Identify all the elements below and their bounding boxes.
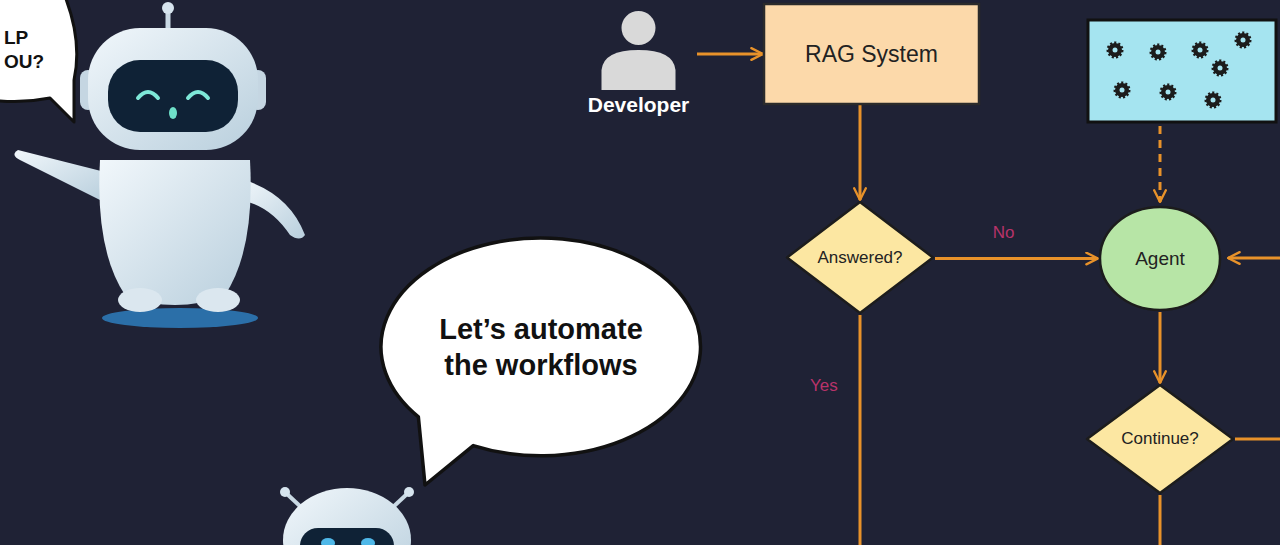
speech-bubble: LP OU? — [0, 8, 64, 92]
node-text: Agent — [1135, 247, 1185, 271]
robot-figure — [280, 487, 414, 545]
tools-box — [1088, 20, 1276, 122]
flow-arrow — [1159, 312, 1162, 383]
decision-diamond: Answered? — [785, 200, 935, 315]
flow-line — [859, 315, 862, 545]
flow-line — [1159, 495, 1162, 545]
speech-bubble: Let’s automate the workflows — [379, 236, 703, 458]
node-text: Developer — [588, 92, 690, 118]
process-box: RAG System — [763, 3, 980, 105]
flow-line — [1228, 257, 1280, 260]
flow-arrow — [697, 53, 763, 56]
node-text: RAG System — [805, 40, 938, 69]
node-text: Continue? — [1121, 428, 1199, 449]
agent-ellipse: Agent — [1098, 205, 1222, 312]
node-text: Answered? — [817, 247, 902, 268]
flow-line — [1235, 438, 1280, 441]
speech-bubble-outline — [379, 236, 703, 458]
flow-arrow — [859, 105, 862, 200]
node-text: Let’s automate the workflows — [421, 311, 661, 384]
speech-bubble-outline — [0, 0, 77, 122]
speech-bubble-outline — [0, 8, 64, 92]
flow-arrow — [935, 257, 1098, 260]
branch-label: No — [993, 223, 1015, 243]
node-text: LP OU? — [4, 26, 50, 74]
actor-icon: Developer — [580, 4, 697, 118]
robot-figure — [14, 2, 305, 328]
dashed-arrow — [1159, 126, 1162, 202]
branch-label: Yes — [810, 376, 838, 396]
decision-diamond: Continue? — [1085, 383, 1235, 495]
